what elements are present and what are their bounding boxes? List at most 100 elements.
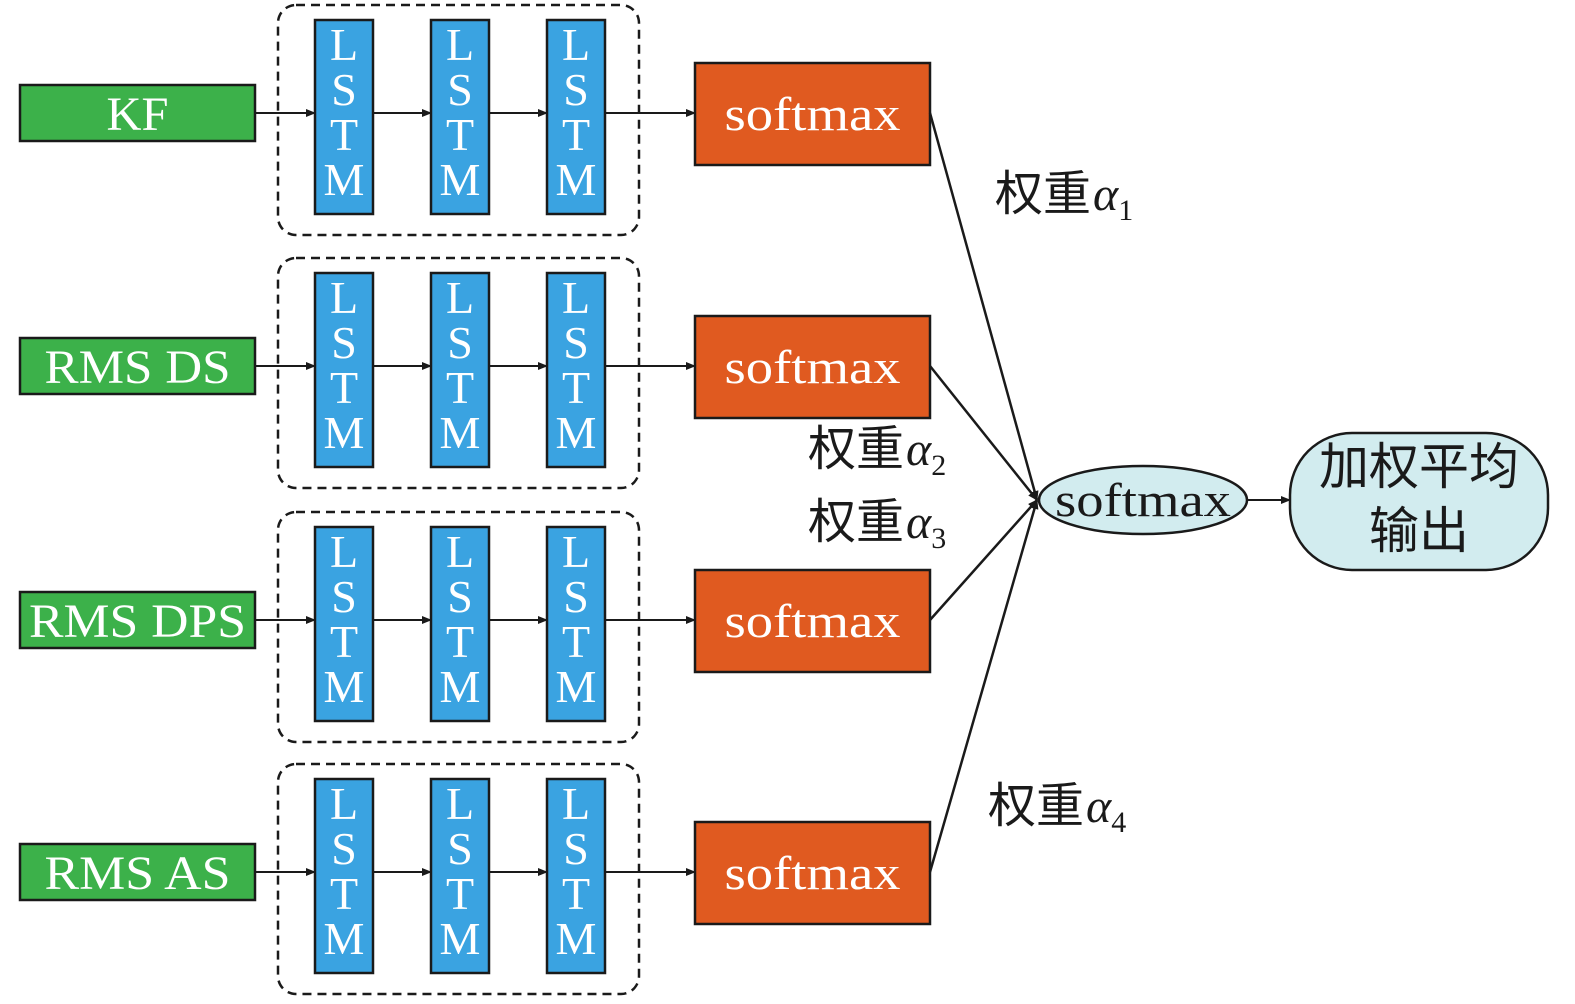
arrow-softmax-to-merge xyxy=(928,499,1039,873)
lstm-letter: T xyxy=(446,109,474,160)
weight-subscript: 2 xyxy=(931,449,946,482)
lstm-group-box xyxy=(276,256,641,490)
weight-prefix: 权重 xyxy=(995,166,1091,222)
lstm-letter: L xyxy=(330,272,358,323)
softmax-box: softmax xyxy=(693,61,932,167)
lstm-cell-shape xyxy=(545,777,607,975)
arrow-softmax-to-merge xyxy=(929,365,1038,501)
softmax-box: softmax xyxy=(693,820,932,926)
lstm-letter: M xyxy=(440,407,481,458)
weight-subscript: 1 xyxy=(1118,194,1133,227)
lstm-letter: L xyxy=(446,526,474,577)
weight-label-1: 权重α1 xyxy=(995,166,1133,227)
lstm-cell-shape xyxy=(545,525,607,723)
lstm-letter: L xyxy=(562,778,590,829)
input-box: RMS DPS xyxy=(18,590,257,650)
lstm-letter: M xyxy=(440,661,481,712)
lstm-letter: M xyxy=(324,407,365,458)
input-box: KF xyxy=(18,83,257,143)
output-label-line-1: 加权平均 xyxy=(1319,438,1519,496)
lstm-letter: S xyxy=(563,823,589,874)
arrow-softmax-to-merge xyxy=(928,112,1039,501)
lstm-letter: S xyxy=(447,317,473,368)
softmax-box: softmax xyxy=(693,314,932,420)
lstm-letter: T xyxy=(562,868,590,919)
lstm-letter: L xyxy=(330,778,358,829)
lstm-cell-shape xyxy=(313,525,375,723)
lstm-letter: L xyxy=(446,778,474,829)
input-box-shape xyxy=(18,590,257,650)
weight-label-2: 权重α2 xyxy=(808,421,946,482)
softmax-label: softmax xyxy=(725,595,901,648)
weight-symbol: α xyxy=(1093,168,1119,221)
softmax-box-shape xyxy=(693,568,932,674)
lstm-letter: L xyxy=(446,272,474,323)
softmax-box-shape xyxy=(693,314,932,420)
lstm-cell-shape xyxy=(545,18,607,216)
lstm-letter: M xyxy=(556,407,597,458)
lstm-letter: S xyxy=(447,823,473,874)
input-box: RMS DS xyxy=(18,336,257,396)
lstm-letter: L xyxy=(562,272,590,323)
lstm-cell-shape xyxy=(313,271,375,469)
weight-symbol: α xyxy=(906,496,932,549)
weight-subscript: 3 xyxy=(931,522,946,555)
lstm-group-box xyxy=(276,510,641,744)
lstm-letter: T xyxy=(330,362,358,413)
softmax-box: softmax xyxy=(693,568,932,674)
weight-symbol: α xyxy=(1086,780,1112,833)
lstm-letter: T xyxy=(446,616,474,667)
input-label: RMS DPS xyxy=(29,595,246,648)
lstm-letter: L xyxy=(330,526,358,577)
input-label: KF xyxy=(107,88,169,141)
lstm-letter: S xyxy=(447,571,473,622)
lstm-letter: T xyxy=(446,868,474,919)
softmax-box-shape xyxy=(693,820,932,926)
lstm-letter: M xyxy=(440,154,481,205)
softmax-label: softmax xyxy=(725,88,901,141)
lstm-cell-shape xyxy=(545,271,607,469)
lstm-group-box xyxy=(276,3,641,237)
lstm-cell-shape xyxy=(313,777,375,975)
lstm-letter: T xyxy=(330,616,358,667)
lstm-letter: T xyxy=(330,868,358,919)
lstm-letter: M xyxy=(324,661,365,712)
weight-subscript: 4 xyxy=(1111,806,1126,839)
weight-symbol: α xyxy=(906,423,932,476)
lstm-cell-shape xyxy=(429,525,491,723)
lstm-letter: S xyxy=(331,64,357,115)
lstm-letter: T xyxy=(562,616,590,667)
weight-prefix: 权重 xyxy=(808,421,904,477)
lstm-letter: T xyxy=(330,109,358,160)
merge-softmax-label: softmax xyxy=(1055,474,1231,527)
lstm-cell-shape xyxy=(429,271,491,469)
lstm-letter: S xyxy=(563,571,589,622)
lstm-letter: L xyxy=(330,19,358,70)
input-box: RMS AS xyxy=(18,842,257,902)
lstm-letter: S xyxy=(331,571,357,622)
lstm-letter: M xyxy=(324,154,365,205)
input-label: RMS DS xyxy=(45,341,231,394)
lstm-letter: S xyxy=(563,64,589,115)
output-node-shape xyxy=(1288,431,1550,572)
lstm-letter: M xyxy=(556,913,597,964)
input-label: RMS AS xyxy=(45,847,231,900)
lstm-group-box xyxy=(276,762,641,996)
lstm-letter: S xyxy=(447,64,473,115)
lstm-letter: M xyxy=(324,913,365,964)
